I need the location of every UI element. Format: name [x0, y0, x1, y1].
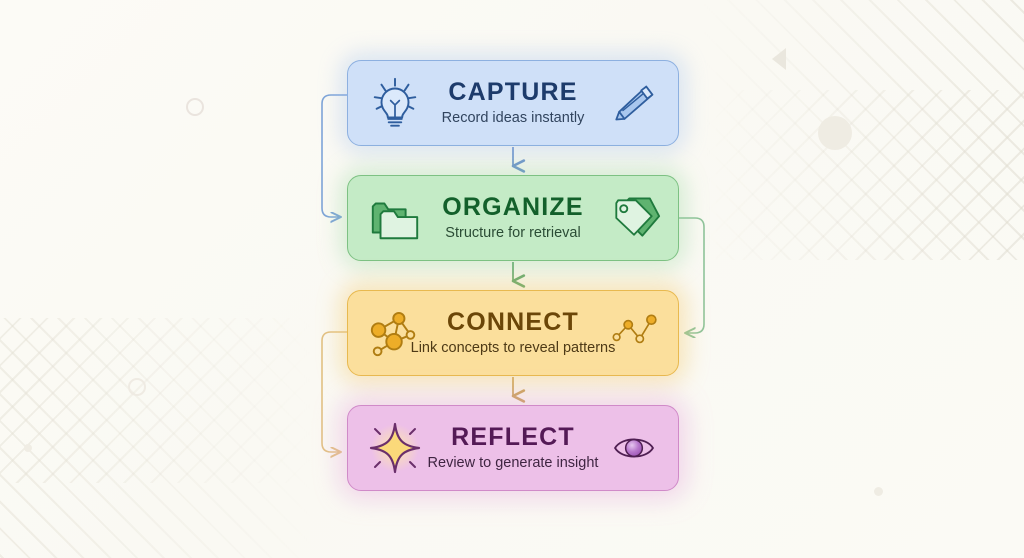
step-card-organize-text: ORGANIZE Structure for retrieval — [348, 176, 678, 260]
step-card-connect[interactable]: CONNECT Link concepts to reveal patterns — [347, 290, 679, 376]
line-chart-icon — [604, 304, 664, 362]
sparkle-icon — [366, 419, 424, 477]
step-card-reflect[interactable]: REFLECT Review to generate insight — [347, 405, 679, 491]
step-card-organize[interactable]: ORGANIZE Structure for retrieval — [347, 175, 679, 261]
step-card-capture[interactable]: CAPTURE Record ideas instantly — [347, 60, 679, 146]
lightbulb-icon — [366, 74, 424, 132]
step-card-capture-text: CAPTURE Record ideas instantly — [348, 61, 678, 145]
step-card-reflect-text: REFLECT Review to generate insight — [348, 406, 678, 490]
step-title-capture: CAPTURE — [448, 78, 578, 107]
step-title-connect: CONNECT — [446, 308, 579, 337]
step-title-reflect: REFLECT — [451, 423, 575, 452]
eye-icon — [604, 419, 664, 477]
step-title-organize: ORGANIZE — [442, 193, 584, 222]
network-graph-icon — [366, 304, 424, 362]
pencil-icon — [604, 74, 664, 132]
step-subtitle-reflect: Review to generate insight — [427, 455, 599, 472]
step-subtitle-connect: Link concepts to reveal patterns — [410, 340, 616, 357]
step-card-connect-text: CONNECT Link concepts to reveal patterns — [348, 291, 678, 375]
step-subtitle-capture: Record ideas instantly — [441, 110, 585, 127]
step-subtitle-organize: Structure for retrieval — [445, 225, 581, 242]
tags-icon — [604, 189, 664, 247]
folders-icon — [366, 189, 424, 247]
